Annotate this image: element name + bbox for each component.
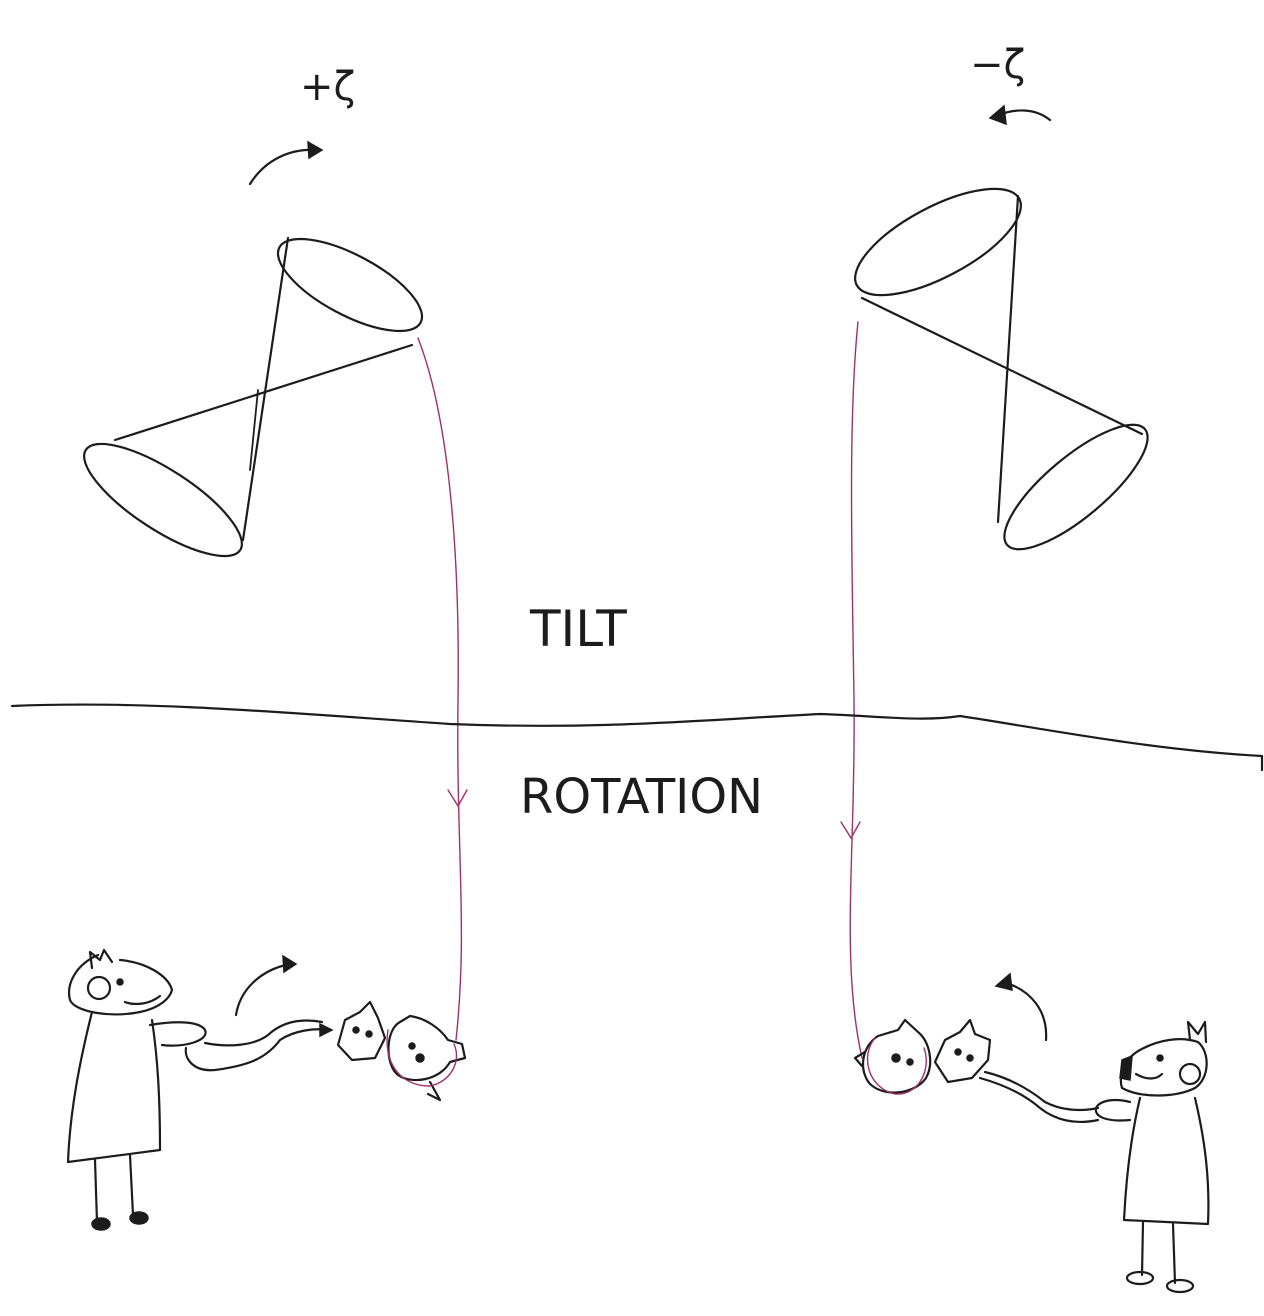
rotation-label: ROTATION <box>520 769 763 825</box>
left-character <box>66 948 467 1231</box>
plus-zeta-label: +ζ <box>300 64 355 110</box>
minus-zeta-label: −ζ <box>970 42 1025 88</box>
right-string <box>840 321 863 1059</box>
left-double-cone <box>83 236 424 558</box>
tilt-label: TILT <box>529 600 627 658</box>
right-character <box>853 972 1210 1294</box>
clockwise-arrow-icon <box>248 140 324 186</box>
left-string <box>417 337 468 1041</box>
horizon-divider <box>10 703 1264 772</box>
right-double-cone <box>854 187 1149 551</box>
counterclockwise-arrow-icon <box>988 104 1052 126</box>
